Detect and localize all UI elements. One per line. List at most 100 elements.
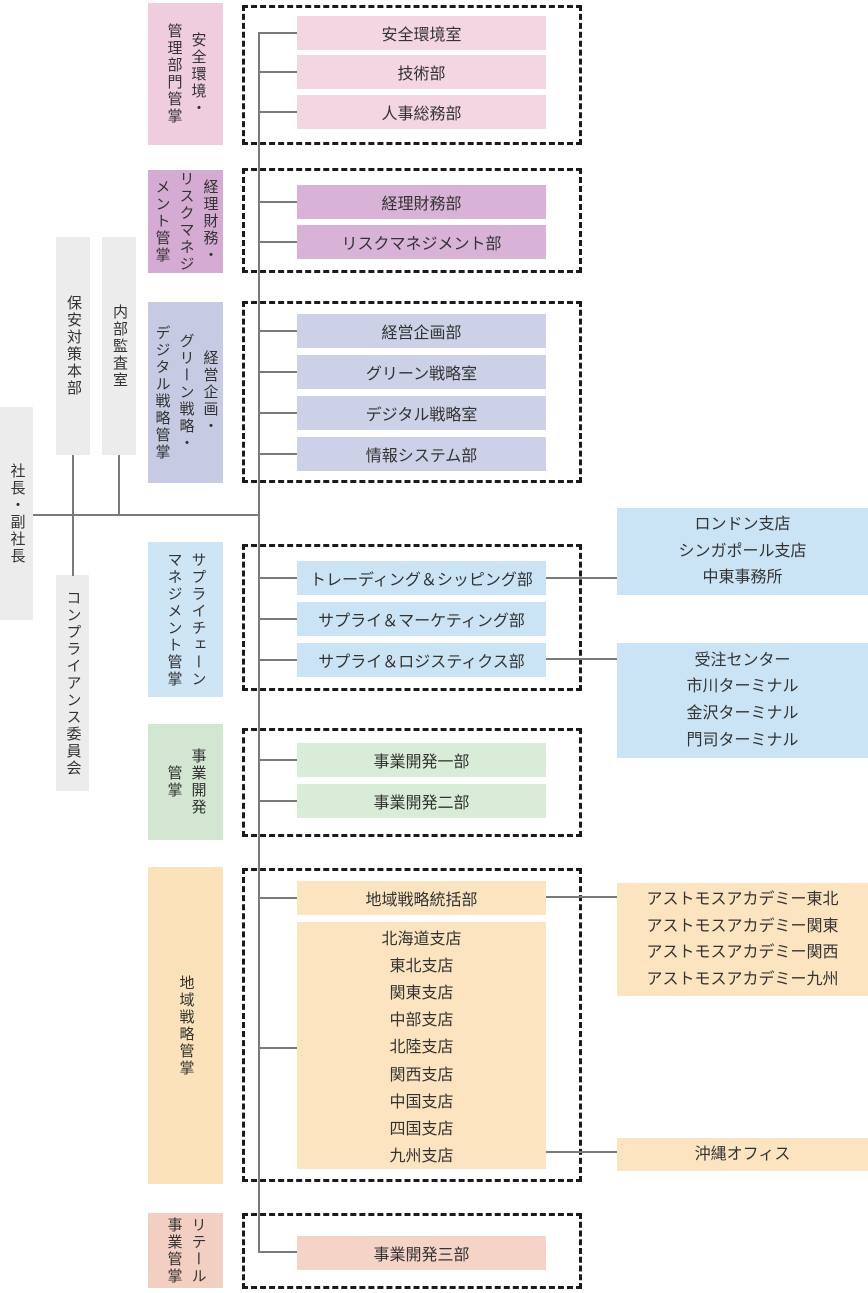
group-outline-supply <box>242 544 582 691</box>
dept-box: デジタル戦略室 <box>297 396 546 430</box>
satellite-box-okinawa: 沖縄オフィス <box>617 1138 868 1171</box>
compliance-committee-label: コンプライアンス委員会 <box>64 589 82 777</box>
connector-line <box>259 659 297 661</box>
branch-office-item: 関西支店 <box>389 1066 454 1084</box>
satellite-item: 沖縄オフィス <box>694 1145 791 1163</box>
box-security-hq: 保安対策本部 <box>56 237 90 455</box>
connector-line <box>546 577 617 579</box>
satellite-item: シンガポール支店 <box>678 542 807 560</box>
dept-box: グリーン戦略室 <box>297 355 546 389</box>
satellite-item: アストモスアカデミー関東 <box>646 917 839 935</box>
group-header-planning-label: 経営企画・ グリーン戦略・ デジタル戦略管掌 <box>153 324 219 461</box>
satellite-item: アストモスアカデミー関西 <box>646 944 839 962</box>
dept-label: 情報システム部 <box>365 448 478 465</box>
branch-office-item: 東北支店 <box>389 958 454 976</box>
dept-label: 安全環境室 <box>381 27 462 44</box>
connector-line <box>259 412 297 414</box>
satellite-box-terminals: 受注センター 市川ターミナル 金沢ターミナル 門司ターミナル <box>617 643 868 758</box>
dept-label: 経営企画部 <box>381 325 462 342</box>
connector-line <box>72 455 74 576</box>
branch-office-item: 関東支店 <box>389 985 454 1003</box>
regional-branches-box: 北海道支店 東北支店 関東支店 中部支店 北陸支店 関西支店 中国支店 四国支店… <box>297 922 546 1169</box>
group-header-finance-label: 経理財務・ リスクマネジ メント管掌 <box>153 170 219 273</box>
satellite-item: アストモスアカデミー東北 <box>646 891 839 909</box>
dept-label: 経理財務部 <box>381 196 462 213</box>
dept-label: リスクマネジメント部 <box>341 236 502 253</box>
satellite-item: 市川ターミナル <box>686 678 799 696</box>
connector-line <box>33 514 259 516</box>
connector-line <box>259 800 297 802</box>
dept-box: 情報システム部 <box>297 437 546 471</box>
connector-line <box>546 658 617 660</box>
dept-box: 事業開発三部 <box>297 1236 546 1270</box>
connector-line <box>259 111 297 113</box>
branch-office-item: 中部支店 <box>389 1012 454 1030</box>
group-header-finance: 経理財務・ リスクマネジ メント管掌 <box>148 170 223 273</box>
satellite-box-overseas: ロンドン支店 シンガポール支店 中東事務所 <box>617 508 868 595</box>
dept-label: 人事総務部 <box>381 106 462 123</box>
dept-label: グリーン戦略室 <box>365 366 478 383</box>
connector-line <box>259 1047 297 1049</box>
group-header-planning: 経営企画・ グリーン戦略・ デジタル戦略管掌 <box>148 302 223 483</box>
dept-box: 経営企画部 <box>297 314 546 348</box>
satellite-item: 受注センター <box>694 651 791 669</box>
satellite-box-academies: アストモスアカデミー東北 アストモスアカデミー関東 アストモスアカデミー関西 ア… <box>617 883 868 996</box>
branch-office-item: 九州支店 <box>389 1147 454 1165</box>
box-president: 社長・副社長 <box>0 407 33 620</box>
box-internal-audit: 内部監査室 <box>102 237 136 455</box>
group-outline-regional <box>242 868 582 1182</box>
connector-line <box>259 201 297 203</box>
satellite-item: ロンドン支店 <box>694 516 791 534</box>
dept-label: 事業開発二部 <box>373 795 470 812</box>
connector-line <box>259 577 297 579</box>
dept-box: リスクマネジメント部 <box>297 225 546 259</box>
connector-line <box>259 618 297 620</box>
president-label: 社長・副社長 <box>8 462 26 565</box>
dept-label: 事業開発三部 <box>373 1247 470 1264</box>
connector-line <box>259 371 297 373</box>
satellite-item: アストモスアカデミー九州 <box>646 970 839 988</box>
satellite-item: 金沢ターミナル <box>686 705 799 723</box>
dept-label: トレーディング＆シッピング部 <box>310 572 533 589</box>
connector-line <box>259 330 297 332</box>
dept-box: 事業開発一部 <box>297 743 546 777</box>
group-outline-planning <box>242 301 582 483</box>
connector-line <box>259 897 297 899</box>
group-header-bizdev: 事業開発 管掌 <box>148 724 223 840</box>
branch-office-item: 中国支店 <box>389 1093 454 1111</box>
satellite-item: 門司ターミナル <box>686 732 799 750</box>
group-outline-retail <box>242 1213 582 1289</box>
group-header-safety-label: 安全環境・ 管理部門管掌 <box>165 23 207 125</box>
branch-office-item: 四国支店 <box>389 1120 454 1138</box>
group-header-bizdev-label: 事業開発 管掌 <box>165 748 207 816</box>
group-header-regional: 地域戦略管掌 <box>148 867 223 1184</box>
group-header-regional-label: 地域戦略管掌 <box>177 974 195 1077</box>
group-outline-bizdev <box>242 728 582 837</box>
satellite-item: 中東事務所 <box>702 569 783 587</box>
connector-line <box>118 455 120 515</box>
dept-box: 経理財務部 <box>297 185 546 219</box>
connector-line <box>259 32 297 34</box>
connector-line <box>259 241 297 243</box>
dept-box: サプライ＆ロジスティクス部 <box>297 643 546 677</box>
group-header-retail-label: リテール 事業管掌 <box>165 1216 207 1285</box>
group-header-supply: サプライチェーン マネジメント管掌 <box>148 542 223 697</box>
branch-office-item: 北海道支店 <box>381 931 462 949</box>
security-hq-label: 保安対策本部 <box>65 295 82 397</box>
dept-label: サプライ＆マーケティング部 <box>318 613 525 630</box>
dept-box: 技術部 <box>297 55 546 89</box>
dept-box: 安全環境室 <box>297 16 546 50</box>
dept-box: サプライ＆マーケティング部 <box>297 602 546 636</box>
dept-box: 地域戦略統括部 <box>297 881 546 915</box>
group-outline-finance <box>242 168 582 273</box>
dept-box: トレーディング＆シッピング部 <box>297 561 546 595</box>
dept-label: 技術部 <box>397 66 446 83</box>
connector-line <box>546 1151 617 1153</box>
branch-office-item: 北陸支店 <box>389 1039 454 1057</box>
dept-box: 事業開発二部 <box>297 784 546 818</box>
connector-line <box>546 896 617 898</box>
connector-line <box>259 453 297 455</box>
internal-audit-label: 内部監査室 <box>111 303 128 389</box>
box-compliance-committee: コンプライアンス委員会 <box>56 575 89 791</box>
